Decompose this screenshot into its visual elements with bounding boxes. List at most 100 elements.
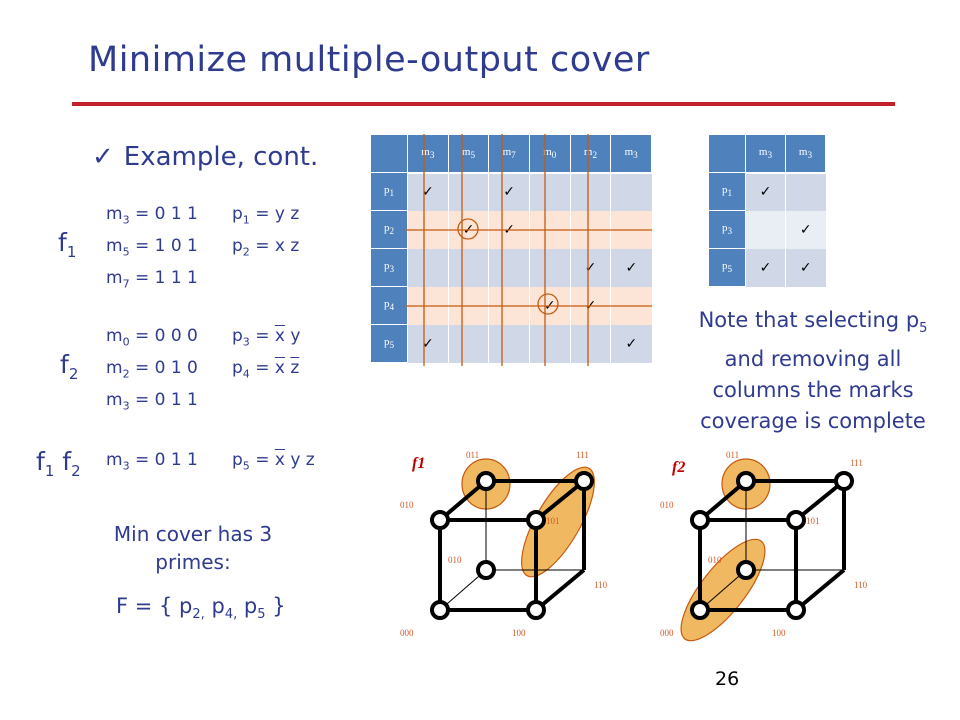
table-cell [528, 248, 571, 287]
vertex-node [736, 471, 756, 491]
bullet-text: Example, cont. [123, 142, 319, 172]
cover-set: F = { p2, p4, p5 } [116, 594, 286, 623]
vertex-node [430, 510, 450, 530]
table-corner [370, 134, 408, 173]
table-cell: ✓ [785, 210, 826, 249]
vertex-label: 010 [660, 500, 674, 510]
prime-p4: p4 = x z [232, 358, 300, 381]
cube-diagram-f2: f2 011 111 010 101 010 110 000 100 [660, 450, 868, 642]
row-header: p3 [708, 210, 746, 249]
vertex-label: 000 [660, 628, 674, 638]
row-header: p2 [370, 210, 408, 249]
prime-p3: p3 = x y [232, 326, 301, 349]
row-header: p5 [708, 248, 746, 287]
table-cell [745, 210, 786, 249]
vertex-label: 110 [594, 580, 608, 590]
prime-p1: p1 = y z [232, 204, 300, 227]
table-cell: ✓ [488, 172, 530, 211]
table-cell: ✓ [407, 172, 449, 211]
column-header: m3 [785, 134, 826, 174]
vertex-node [690, 510, 710, 530]
prime-p5: p5 = x y z [232, 450, 315, 473]
vertex-label: 110 [854, 580, 868, 590]
vertex-label: 111 [850, 458, 863, 468]
min-cover-text: Min cover has 3 primes: [113, 522, 273, 574]
table-cell [528, 324, 571, 363]
minterm-row: m7 = 1 1 1 [106, 268, 198, 291]
prime-p2: p2 = x z [232, 236, 300, 259]
vertex-node [786, 510, 806, 530]
table-cell [785, 172, 826, 211]
vertex-label: 100 [512, 628, 526, 638]
row-header: p1 [708, 172, 746, 211]
column-header: m3 [610, 134, 652, 174]
vertex-label: 011 [726, 450, 739, 460]
vertex-label: 111 [576, 450, 589, 460]
page-number: 26 [715, 668, 740, 690]
vertex-node [690, 600, 710, 620]
table-cell [528, 172, 571, 211]
table-cell: ✓ [569, 248, 611, 287]
table-row: p1 ✓ ✓ [370, 172, 652, 211]
column-header: m3 [407, 134, 449, 174]
title-divider [72, 102, 895, 106]
row-header: p5 [370, 324, 408, 363]
table-cell [569, 324, 611, 363]
minterm-row: m3 = 0 1 1 [106, 390, 198, 413]
cover-highlight [680, 538, 766, 642]
column-header: m7 [488, 134, 530, 174]
vertex-label: 101 [806, 516, 820, 526]
vertex-node [526, 600, 546, 620]
table-cell: ✓ [745, 172, 786, 211]
slide-title: Minimize multiple-output cover [88, 40, 650, 80]
minterm-row: m2 = 0 1 0 [106, 358, 198, 381]
table-row: p3 ✓ [708, 210, 826, 249]
table-cell: ✓ [745, 248, 786, 287]
table-row: p3 ✓ ✓ [370, 248, 652, 287]
row-header: p1 [370, 172, 408, 211]
table-cell [488, 324, 530, 363]
vertex-node [786, 600, 806, 620]
vertex-node [834, 471, 854, 491]
essential-mark-circle [457, 218, 479, 240]
table-cell [488, 248, 530, 287]
cube-diagram-f1: f1 011 111 010 101 010 110 000 100 [400, 450, 608, 638]
table-cell: ✓ [407, 324, 449, 363]
reduced-chart-table: m3 m3 p1 ✓ p3 ✓ p5 ✓ ✓ [708, 134, 826, 287]
table-cell [569, 172, 611, 211]
essential-mark-circle [537, 293, 559, 315]
vertex-label: 000 [400, 628, 414, 638]
note-text: Note that selecting p5 and removing all … [698, 308, 928, 434]
table-cell [610, 172, 652, 211]
table-cell [447, 172, 489, 211]
f1f2-label: f1 f2 [36, 447, 81, 480]
vertex-node [526, 510, 546, 530]
table-annotation-overlay [406, 134, 652, 366]
table-cell [447, 324, 489, 363]
minterm-row: m5 = 1 0 1 [106, 236, 198, 259]
bullet-example: ✓Example, cont. [92, 142, 318, 172]
table-corner [708, 134, 746, 173]
vertex-node [476, 471, 496, 491]
column-header: m0 [528, 134, 571, 174]
table-cell: ✓ [610, 248, 652, 287]
column-header: m3 [745, 134, 786, 174]
vertex-node [430, 600, 450, 620]
table-cell: ✓ [785, 248, 826, 287]
cube-title: f2 [672, 459, 685, 476]
cube-title: f1 [412, 455, 425, 472]
table-cell [407, 248, 449, 287]
vertex-label: 010 [708, 555, 722, 565]
table-row: p5 ✓ ✓ [708, 248, 826, 287]
prime-chart-table: m3 m5 m7 m0 m2 m3 p1 ✓ ✓ p2 ✓ ✓ p3 ✓ ✓ p… [370, 134, 652, 363]
f2-label: f2 [60, 350, 79, 383]
vertex-label: 101 [546, 516, 560, 526]
minterm-row: m0 = 0 0 0 [106, 326, 198, 349]
table-cell [447, 248, 489, 287]
table-row: p1 ✓ [708, 172, 826, 211]
vertex-label: 011 [466, 450, 479, 460]
table-row: p5 ✓ ✓ [370, 324, 652, 363]
vertex-node [476, 560, 496, 580]
column-header: m5 [447, 134, 490, 174]
vertex-label: 010 [400, 500, 414, 510]
